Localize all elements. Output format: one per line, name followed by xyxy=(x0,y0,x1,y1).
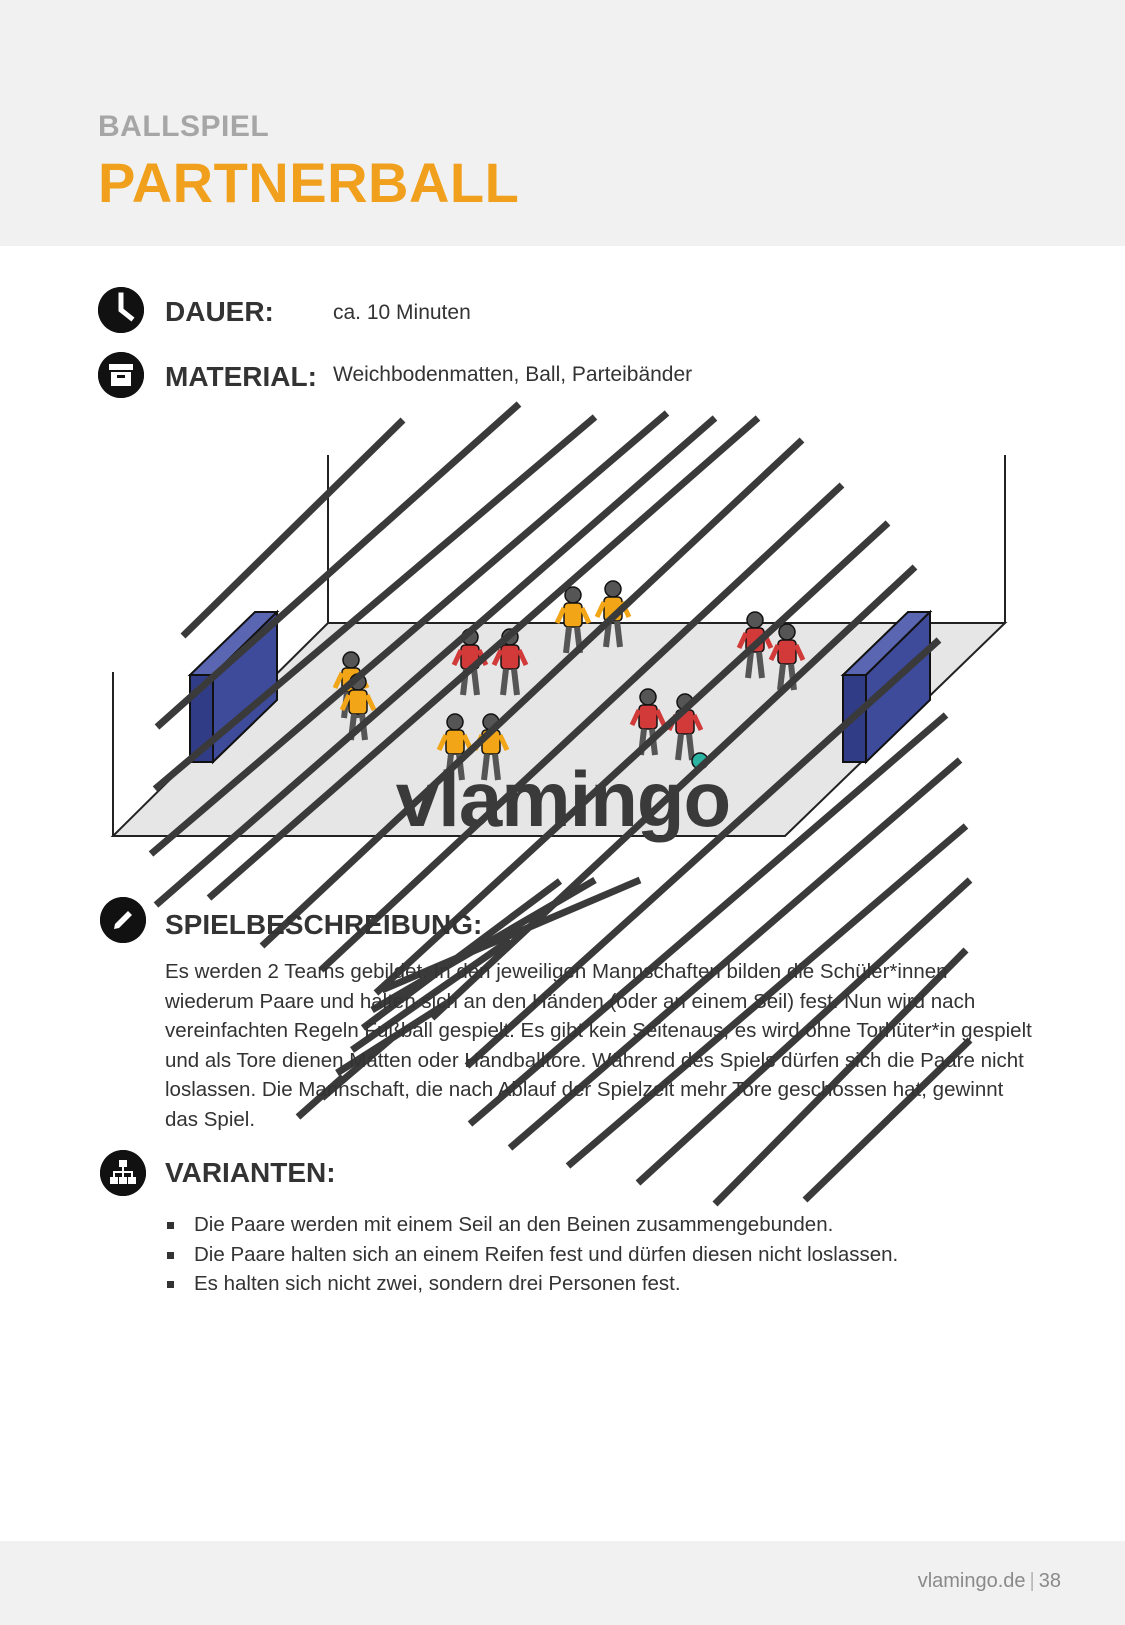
duration-value: ca. 10 Minuten xyxy=(333,301,471,324)
hatch-stripe xyxy=(335,997,454,1076)
hatch-stripe xyxy=(152,414,598,792)
footer-separator: | xyxy=(1029,1570,1035,1592)
watermark-text: vlamingo xyxy=(396,755,730,843)
hierarchy-icon xyxy=(100,1150,146,1196)
hatch-stripe xyxy=(464,637,942,1069)
hatch-stripe xyxy=(635,877,973,1186)
hatch-stripe xyxy=(206,415,761,901)
list-item: Es halten sich nicht zwei, sondern drei … xyxy=(165,1269,1035,1299)
description-text: Es werden 2 Teams gebildet. In den jewei… xyxy=(165,960,1032,1131)
hatch-stripe xyxy=(373,520,891,996)
player-figure xyxy=(554,586,592,654)
hatch-stripe xyxy=(259,437,805,949)
bullet-icon xyxy=(167,1251,174,1259)
player-figure xyxy=(629,688,667,756)
list-item: Die Paare werden mit einem Seil an den B… xyxy=(165,1210,1035,1240)
variants-heading: VARIANTEN: xyxy=(165,1157,336,1188)
variant-text: Es halten sich nicht zwei, sondern drei … xyxy=(194,1272,681,1295)
hatch-stripe xyxy=(153,415,718,908)
gym-hall xyxy=(112,455,1006,836)
archive-box-icon xyxy=(98,352,144,398)
hatch-pattern xyxy=(148,401,973,1207)
hatch-stripe xyxy=(180,417,406,639)
hatch-stripe xyxy=(380,876,642,994)
hatch-stripe xyxy=(507,757,963,1151)
page-footer: vlamingo.de|38 xyxy=(0,1541,1125,1625)
category-label: BALLSPIEL xyxy=(98,110,270,143)
hatch-stripe xyxy=(802,1037,973,1203)
description-heading: SPIELBESCHREIBUNG: xyxy=(165,909,483,940)
variants-list: Die Paare werden mit einem Seil an den B… xyxy=(165,1210,1035,1299)
hatch-stripe xyxy=(318,482,845,973)
page-title: PARTNERBALL xyxy=(98,151,520,214)
bullet-icon xyxy=(167,1222,174,1229)
material-value: Weichbodenmatten, Ball, Parteibänder xyxy=(333,363,693,386)
variant-text: Die Paare halten sich an einem Reifen fe… xyxy=(194,1242,899,1266)
footer-site: vlamingo.de xyxy=(917,1570,1026,1592)
hatch-stripe xyxy=(565,823,969,1169)
list-item: Die Paare halten sich an einem Reifen fe… xyxy=(165,1240,1035,1270)
bullet-icon xyxy=(167,1281,174,1288)
hatch-stripe xyxy=(148,410,670,857)
hatch-stripe xyxy=(154,401,522,730)
pencil-icon xyxy=(100,897,146,943)
material-label: MATERIAL: xyxy=(165,361,317,392)
hatch-stripe xyxy=(429,564,918,1021)
footer-text: vlamingo.de|38 xyxy=(918,1570,1061,1593)
page-number: 38 xyxy=(1038,1570,1061,1592)
clock-icon xyxy=(98,287,144,333)
hatch-stripe xyxy=(467,712,949,1127)
hatch-stripe xyxy=(350,937,512,1053)
duration-label: DAUER: xyxy=(165,296,274,327)
variant-text: Die Paare werden mit einem Seil an den B… xyxy=(194,1213,834,1236)
page-header: BALLSPIEL PARTNERBALL xyxy=(0,0,1125,246)
hatch-stripe xyxy=(712,947,969,1207)
